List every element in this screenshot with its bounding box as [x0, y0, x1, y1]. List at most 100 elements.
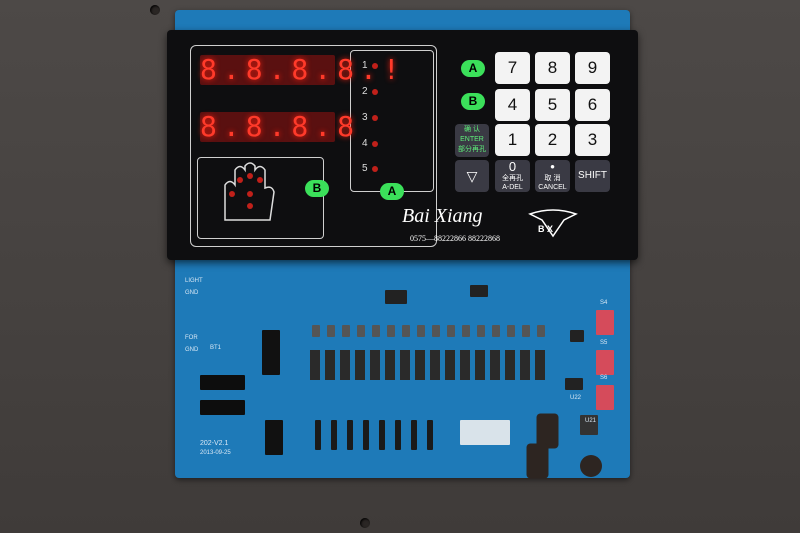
hand-outline	[197, 157, 324, 239]
led-5	[372, 166, 378, 172]
adel-cn-label: 全再孔	[502, 175, 523, 182]
relay	[340, 350, 350, 380]
transistor	[417, 325, 425, 337]
zero-adel-key[interactable]: 0 全再孔 A-DEL	[495, 160, 530, 192]
pin-header	[265, 420, 283, 455]
hand-icon	[224, 162, 275, 221]
dot-cancel-key[interactable]: • 取 消 CANCEL	[535, 160, 570, 192]
indicator-5: 5	[362, 163, 368, 174]
relay	[415, 350, 425, 380]
transistor	[387, 325, 395, 337]
screw	[360, 518, 370, 528]
transistor	[402, 325, 410, 337]
dip-switch	[596, 350, 614, 375]
key-7[interactable]: 7	[495, 52, 530, 84]
pcb-label: GND	[185, 290, 199, 296]
relay	[370, 350, 380, 380]
key-9[interactable]: 9	[575, 52, 610, 84]
relay	[445, 350, 455, 380]
resistor	[363, 420, 369, 450]
brand-phone: 0575—88222866 88222868	[410, 234, 500, 243]
indicator-3: 3	[362, 112, 368, 123]
led-3	[372, 115, 378, 121]
shift-key[interactable]: SHIFT	[575, 160, 610, 192]
pcb-label: FOR	[185, 335, 198, 341]
relay	[505, 350, 515, 380]
led-1	[372, 63, 378, 69]
cancel-cn-label: 取 消	[544, 175, 561, 182]
pcb-label: U21	[585, 418, 597, 424]
b-button[interactable]: B	[461, 93, 485, 110]
enter-cn-label: 确 认	[464, 126, 480, 133]
relay	[475, 350, 485, 380]
ic-chip	[570, 330, 584, 342]
key-6[interactable]: 6	[575, 89, 610, 121]
pcb-label: S4	[600, 300, 608, 306]
ic-chip	[385, 290, 407, 304]
resistor	[427, 420, 433, 450]
transistor	[327, 325, 335, 337]
key-5[interactable]: 5	[535, 89, 570, 121]
relay	[385, 350, 395, 380]
transistor	[522, 325, 530, 337]
relay	[430, 350, 440, 380]
resistor	[315, 420, 321, 450]
relay	[490, 350, 500, 380]
key-2[interactable]: 2	[535, 124, 570, 156]
pcb-label: S6	[600, 375, 608, 381]
transistor	[342, 325, 350, 337]
enter-del-key[interactable]: 确 认 ENTER 部分再孔	[455, 124, 489, 157]
eagle-logo-icon	[528, 209, 578, 238]
ic-chip	[580, 415, 598, 435]
ic-chip	[470, 285, 488, 297]
transistor	[477, 325, 485, 337]
relay	[310, 350, 320, 380]
relay	[520, 350, 530, 380]
panel-outline	[190, 45, 437, 247]
b-hand-button[interactable]: B	[305, 180, 329, 197]
screw	[150, 5, 160, 15]
inductor	[580, 455, 602, 477]
transistor	[312, 325, 320, 337]
ic-chip	[460, 420, 510, 445]
led-2	[372, 89, 378, 95]
key-3[interactable]: 3	[575, 124, 610, 156]
a-bottom-button[interactable]: A	[380, 183, 404, 200]
enter-en-label: ENTER	[460, 136, 484, 143]
connector	[200, 400, 245, 415]
key-1[interactable]: 1	[495, 124, 530, 156]
transistor	[447, 325, 455, 337]
transistor	[492, 325, 500, 337]
dip-switch	[596, 385, 614, 410]
dot-label: •	[550, 159, 555, 174]
relay	[325, 350, 335, 380]
logo-text: B X	[538, 224, 554, 234]
del-cn-label: 部分再孔	[458, 146, 486, 153]
key-4[interactable]: 4	[495, 89, 530, 121]
bottom-display: 8.8.8.8	[200, 110, 361, 143]
indicator-4: 4	[362, 138, 368, 149]
relay	[400, 350, 410, 380]
transistor	[462, 325, 470, 337]
relay	[355, 350, 365, 380]
transistor	[507, 325, 515, 337]
zero-label: 0	[508, 159, 517, 174]
key-8[interactable]: 8	[535, 52, 570, 84]
ic-chip	[565, 378, 583, 390]
down-key[interactable]: ▽	[455, 160, 489, 192]
pcb-label: S5	[600, 340, 608, 346]
capacitor	[526, 443, 549, 479]
relay	[535, 350, 545, 380]
transistor	[537, 325, 545, 337]
resistor	[331, 420, 337, 450]
dip-switch	[596, 310, 614, 335]
resistor	[395, 420, 401, 450]
transistor	[372, 325, 380, 337]
transistor	[432, 325, 440, 337]
pin-header	[262, 330, 280, 375]
a-button[interactable]: A	[461, 60, 485, 77]
connector	[200, 375, 245, 390]
resistor	[347, 420, 353, 450]
adel-en-label: A-DEL	[502, 184, 523, 191]
indicator-2: 2	[362, 86, 368, 97]
